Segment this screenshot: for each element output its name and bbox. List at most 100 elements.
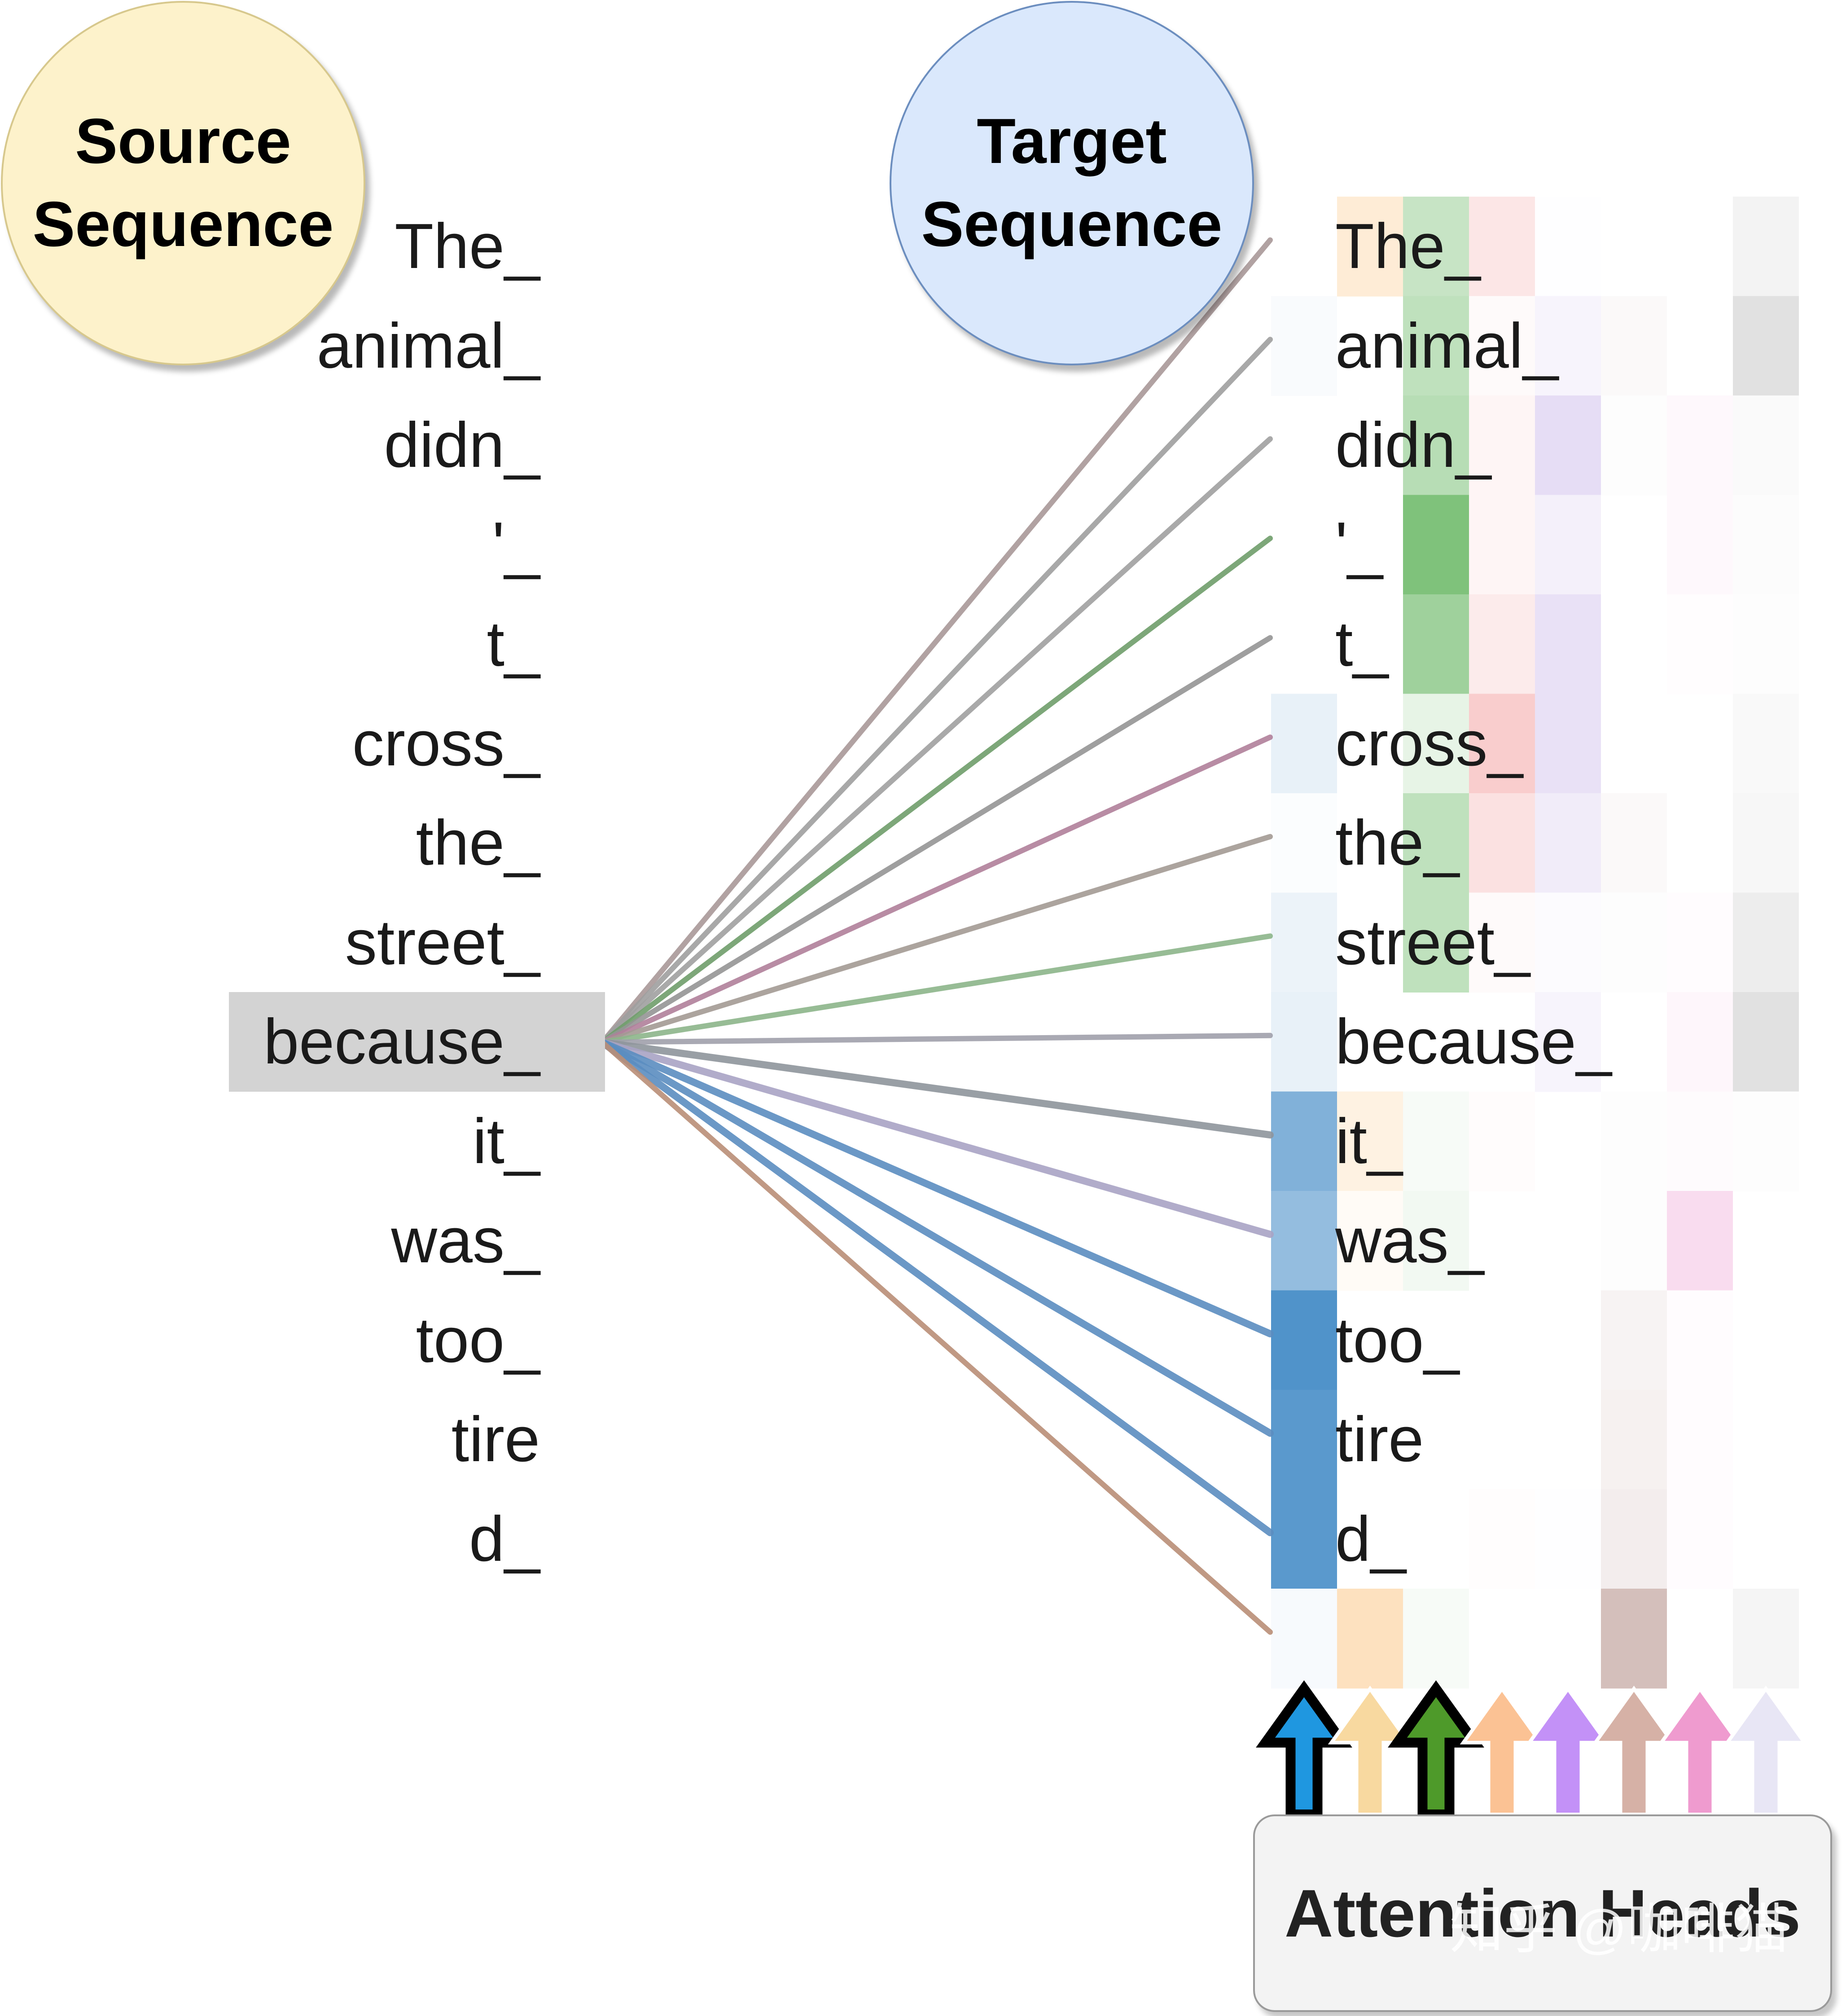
attention-cell [1271,892,1337,993]
attention-cell [1535,197,1601,297]
target-token[interactable]: cross_ [1335,707,1523,779]
attention-line [600,1040,1273,1635]
attention-cell [1667,1091,1733,1191]
attention-line [599,1039,1274,1437]
target-token[interactable]: tire [1335,1404,1424,1475]
source-token[interactable]: t_ [487,608,540,680]
source-token[interactable]: The_ [395,211,540,282]
attention-lines [599,237,1274,1635]
attention-cell [1469,694,1535,794]
target-token[interactable]: animal_ [1335,310,1559,382]
attention-cell [1733,296,1799,396]
attention-cell [1271,793,1337,893]
attention-cell [1667,594,1733,694]
target-token[interactable]: t_ [1335,608,1389,680]
attention-cell [1469,594,1535,694]
source-token[interactable]: '_ [492,509,540,580]
attention-cell [1403,1589,1469,1689]
attention-line [599,1039,1274,1139]
source-sequence-bubble: Source Sequence [1,1,365,365]
attention-cell [1337,1589,1403,1689]
attention-head-arrow-icon[interactable] [1723,1686,1808,1816]
attention-cell [1535,594,1601,694]
target-token[interactable]: because_ [1335,1006,1612,1077]
attention-cell [1337,1191,1403,1291]
attention-cell [1469,892,1535,993]
attention-cell [1403,1091,1469,1191]
attention-cell [1403,296,1469,396]
source-token[interactable]: because_ [263,1006,540,1077]
attention-cell [1601,296,1667,396]
target-token[interactable]: d_ [1335,1503,1406,1575]
target-sequence-label: Target Sequence [921,105,1223,260]
attention-cell [1403,694,1469,794]
attention-cell [1469,1091,1535,1191]
attention-cell [1403,495,1469,595]
attention-head-arrow-icon[interactable] [1328,1686,1412,1816]
attention-cell [1733,495,1799,595]
source-token[interactable]: didn_ [384,409,540,481]
attention-cell [1601,1489,1667,1589]
source-token[interactable]: too_ [416,1304,540,1376]
attention-cell [1601,395,1667,496]
attention-line [600,337,1273,1045]
attention-line [600,933,1273,1045]
source-token[interactable]: it_ [473,1105,540,1177]
attention-line [600,834,1273,1045]
attention-head-arrow-icon[interactable] [1388,1680,1484,1819]
target-token[interactable]: was_ [1335,1205,1484,1276]
attention-cell [1733,594,1799,694]
attention-cell [1271,1191,1337,1291]
attention-cell [1271,694,1337,794]
source-token[interactable]: street_ [345,906,540,978]
attention-cell [1271,296,1337,396]
attention-cell [1403,395,1469,496]
source-token[interactable]: tire [451,1404,540,1475]
target-token[interactable]: '_ [1335,509,1383,580]
attention-head-arrow-icon[interactable] [1526,1686,1610,1816]
attention-cell [1667,395,1733,496]
attention-head-arrow-icon[interactable] [1256,1680,1352,1819]
source-token[interactable]: d_ [469,1503,540,1575]
attention-head-arrow-icon[interactable] [1460,1686,1544,1816]
target-token[interactable]: didn_ [1335,409,1491,481]
attention-cell [1403,1191,1469,1291]
attention-cell [1535,793,1601,893]
source-token[interactable]: the_ [416,807,540,878]
attention-cell [1469,1489,1535,1589]
attention-cell [1469,395,1535,496]
source-sequence-label: Source Sequence [32,105,334,260]
watermark-text: 知乎 @咖啡猫 [1450,1899,1789,1959]
head-arrows [1256,1680,1808,1819]
attention-cell [1535,395,1601,496]
attention-cell [1733,892,1799,993]
attention-heatmap [1271,197,1799,1689]
target-token[interactable]: street_ [1335,906,1530,978]
attention-head-arrow-icon[interactable] [1592,1686,1676,1816]
attention-cell [1601,793,1667,893]
attention-cell [1271,1390,1337,1490]
attention-cell [1271,992,1337,1092]
attention-cell [1469,495,1535,595]
source-token[interactable]: was_ [391,1205,540,1276]
attention-cell [1535,1489,1601,1589]
attention-cell [1271,1489,1337,1589]
source-token[interactable]: animal_ [316,310,540,382]
attention-cell [1535,892,1601,993]
target-token[interactable]: The_ [1335,211,1481,282]
target-token[interactable]: the_ [1335,807,1460,878]
attention-line [599,1039,1274,1238]
attention-cell [1667,495,1733,595]
attention-head-arrow-icon[interactable] [1657,1686,1742,1816]
attention-line [600,237,1273,1045]
attention-cell [1601,1390,1667,1490]
target-token[interactable]: too_ [1335,1304,1460,1376]
target-token[interactable]: it_ [1335,1105,1403,1177]
attention-cell [1271,1290,1337,1390]
source-token[interactable]: cross_ [352,707,540,779]
attention-cell [1601,892,1667,993]
attention-cell [1733,694,1799,794]
attention-cell [1733,197,1799,297]
attention-line [599,1039,1274,1537]
